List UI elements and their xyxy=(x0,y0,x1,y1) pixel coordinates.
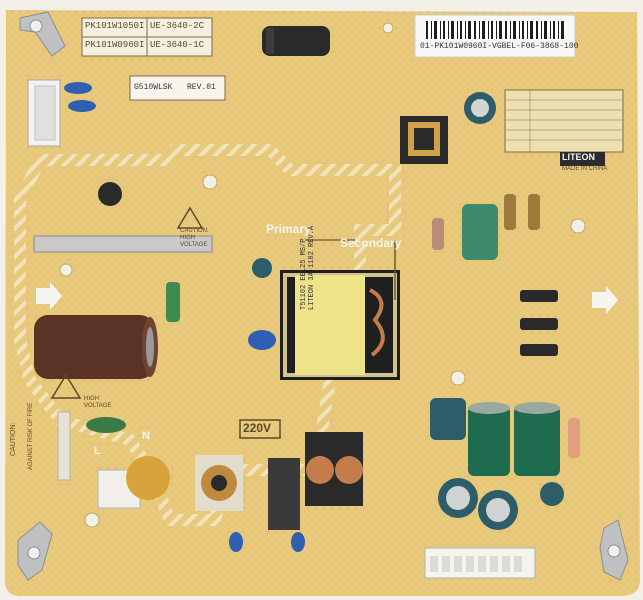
caution-bottom-high: HIGH xyxy=(84,396,99,402)
output-capacitor-1 xyxy=(468,402,510,476)
small-capacitor-top xyxy=(464,92,496,124)
capacitor-top xyxy=(262,26,330,56)
barcode-text: 01-PK101W0960I-VGBEL-F06-3868-100 xyxy=(420,42,579,51)
small-capacitor-mid xyxy=(252,258,272,278)
terminal-top-left xyxy=(19,11,66,57)
caution-bottom: CAUTION: xyxy=(10,422,17,456)
terminal-bottom-right xyxy=(599,519,629,581)
caution-triangle-bottom xyxy=(50,373,82,399)
caution-triangle xyxy=(176,206,204,229)
pk-code-2: PK101W0960I xyxy=(85,40,145,50)
pk-code-1-sub: UE-3640-2C xyxy=(150,21,205,31)
line-mark: L xyxy=(94,445,101,457)
output-capacitor-3 xyxy=(430,398,466,440)
aux-transformer xyxy=(400,116,448,164)
liteon-logo xyxy=(560,152,605,166)
choke-right xyxy=(305,432,363,506)
bulk-capacitor xyxy=(34,315,158,379)
brand-logo-text: LITEON xyxy=(562,152,595,162)
caution-top: CAUTION: xyxy=(180,228,209,234)
resistors xyxy=(166,194,580,458)
caution-bottom-voltage: VOLTAGE xyxy=(84,403,112,409)
revision: REV.01 xyxy=(187,83,216,92)
output-capacitor-2 xyxy=(514,402,560,476)
y-capacitor-2 xyxy=(291,532,305,552)
choke-left xyxy=(195,455,243,511)
pk-code-2-sub: UE-3640-1C xyxy=(150,40,205,50)
risk-text: AGAINST RISK OF FIRE xyxy=(28,402,34,470)
blue-caps-top-left xyxy=(64,82,96,112)
neutral-mark: N xyxy=(142,430,150,442)
made-in-text: MADE IN CHINA xyxy=(562,166,608,172)
y-capacitor-large xyxy=(126,456,170,500)
transformer-label: T51102 EEL25 MS/P LITEON 3A-1182 REV.A xyxy=(300,225,316,310)
green-resistor xyxy=(86,417,126,433)
arrow-left xyxy=(36,282,62,310)
mounting-holes xyxy=(59,22,586,528)
small-capacitor-left xyxy=(98,182,122,206)
small-capacitor-bottom-right xyxy=(540,482,564,506)
secondary-label: Secondary xyxy=(340,236,402,250)
model-number: G510WLSK xyxy=(134,83,173,92)
power-ic xyxy=(268,458,300,530)
voltage-label: 220V xyxy=(243,421,272,435)
main-transformer xyxy=(280,270,400,380)
voltage-box xyxy=(239,419,281,439)
terminal-bottom-left xyxy=(17,521,53,581)
y-capacitor-3 xyxy=(248,330,276,350)
output-capacitor-5 xyxy=(478,490,518,530)
barcode xyxy=(425,20,565,40)
pk-code-1: PK101W1050I xyxy=(85,21,145,31)
model-sticker xyxy=(129,75,226,101)
connector-bottom xyxy=(424,547,536,579)
spec-table xyxy=(504,89,624,153)
primary-label: Primary xyxy=(266,222,311,236)
fuse xyxy=(57,411,71,481)
connector-top-left xyxy=(27,79,61,147)
arrow-right xyxy=(592,286,618,314)
heatsink xyxy=(33,235,213,253)
y-capacitor-1 xyxy=(229,532,243,552)
caution-top-high: HIGH xyxy=(180,235,195,241)
green-capacitor-mid xyxy=(462,204,498,260)
output-capacitor-4 xyxy=(438,478,478,518)
caution-top-voltage: VOLTAGE xyxy=(180,242,208,248)
diode-row xyxy=(520,290,558,356)
